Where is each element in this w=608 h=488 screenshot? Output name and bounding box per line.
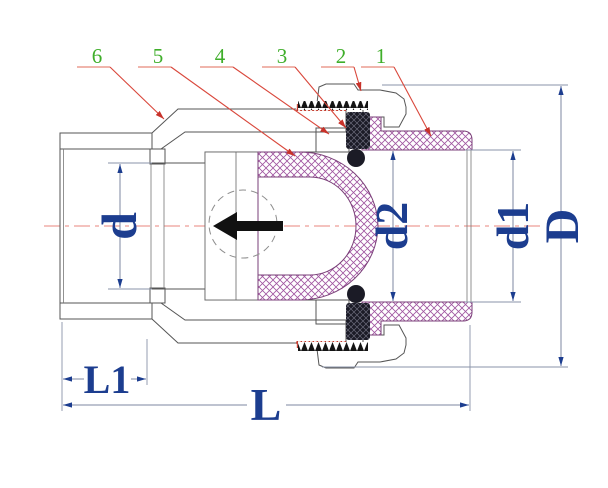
union-end-top — [361, 116, 473, 151]
dimension-lines — [63, 86, 564, 408]
callout-5-label: 5 — [153, 44, 164, 68]
thread-teeth-top — [298, 101, 368, 110]
callout-4-leader — [232, 66, 330, 135]
dim-label-d: d — [91, 212, 147, 240]
thread-engagement — [296, 101, 368, 351]
dim-label-d1: d1 — [487, 202, 538, 251]
part-callouts: 6 5 4 3 2 1 — [77, 44, 432, 157]
thread-teeth-bottom — [298, 342, 368, 351]
body-shoulder-bottom — [149, 287, 166, 304]
callout-6-label: 6 — [92, 44, 103, 68]
body-chamber-wall-top — [151, 108, 347, 150]
valve-disc-dome — [257, 151, 379, 301]
body-left-socket-wall-top — [59, 132, 153, 150]
dim-label-L: L — [251, 379, 282, 430]
callout-2-leader — [353, 66, 362, 92]
callout-4-label: 4 — [215, 44, 226, 68]
flow-direction-arrow-icon — [213, 212, 283, 240]
o-ring-top — [347, 149, 365, 167]
callout-6-leader — [109, 66, 165, 120]
callout-1-label: 1 — [376, 44, 387, 68]
union-end-connector — [361, 116, 473, 336]
body-shoulder-top — [149, 148, 166, 165]
seal-stack-bottom — [346, 303, 370, 340]
dim-label-D: D — [536, 209, 589, 244]
body-left-socket-wall-bottom — [59, 302, 153, 320]
callout-2-label: 2 — [336, 44, 347, 68]
seal-group — [346, 112, 370, 340]
callout-5-leader — [170, 66, 296, 157]
o-ring-bottom — [347, 285, 365, 303]
callout-1-leader — [393, 66, 432, 137]
extension-lines — [61, 84, 568, 411]
callout-3-leader — [294, 66, 347, 129]
callout-3-label: 3 — [277, 44, 288, 68]
seal-stack-top — [346, 112, 370, 149]
dim-label-L1: L1 — [84, 357, 131, 402]
body-chamber-wall-bottom — [151, 302, 347, 344]
union-end-bottom — [361, 301, 473, 336]
dim-label-d2: d2 — [366, 202, 417, 251]
